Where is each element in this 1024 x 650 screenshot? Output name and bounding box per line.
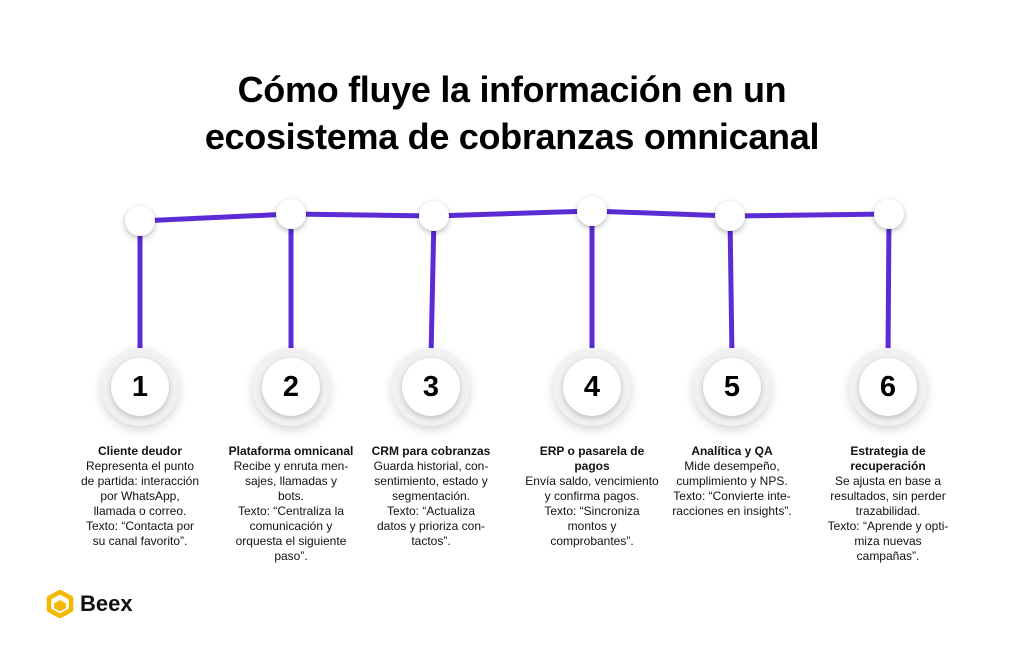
step-number: 2 [262, 358, 320, 416]
vertical-connector-3 [428, 215, 437, 358]
connector-node-4 [577, 196, 607, 226]
step-body: Envía saldo, vencimiento y confirma pago… [525, 474, 659, 548]
step-badge-2: 2 [252, 348, 330, 426]
step-heading: Estrategia de recuperación [850, 444, 926, 473]
step-description-5: Analítica y QA Mide desempeño, cumplimie… [662, 444, 802, 519]
connector-node-2 [276, 199, 306, 229]
step-number: 1 [111, 358, 169, 416]
step-heading: Analítica y QA [691, 444, 773, 458]
step-description-6: Estrategia de recuperación Se ajusta en … [818, 444, 958, 564]
horizontal-connector-line [137, 208, 892, 224]
step-description-1: Cliente deudor Representa el punto de pa… [70, 444, 210, 549]
step-heading: CRM para cobranzas [371, 444, 491, 458]
title-line-2: ecosistema de cobranzas omnicanal [204, 116, 820, 157]
step-badge-4: 4 [553, 348, 631, 426]
hexagon-logo-icon [46, 590, 74, 618]
vertical-connector-5 [727, 215, 735, 358]
step-body: Representa el punto de partida: interacc… [80, 459, 200, 548]
step-heading: ERP o pasarela de pagos [539, 444, 645, 473]
brand-logo: Beex [46, 590, 133, 618]
title-line-1: Cómo fluye la información en un [237, 69, 787, 110]
connector-node-5 [715, 201, 745, 231]
step-badge-3: 3 [392, 348, 470, 426]
vertical-connector-6 [885, 213, 892, 358]
step-heading: Cliente deudor [97, 444, 182, 458]
page-title: Cómo fluye la información en un ecosiste… [0, 66, 1024, 160]
step-number: 5 [703, 358, 761, 416]
step-badge-1: 1 [101, 348, 179, 426]
connector-node-6 [874, 199, 904, 229]
step-number: 3 [402, 358, 460, 416]
step-body: Guarda historial, con- sentimiento, esta… [373, 459, 489, 548]
connector-node-1 [125, 206, 155, 236]
step-number: 4 [563, 358, 621, 416]
step-body: Recibe y enruta men- sajes, llamadas y b… [233, 459, 349, 563]
connector-node-3 [419, 201, 449, 231]
step-badge-5: 5 [693, 348, 771, 426]
step-description-4: ERP o pasarela de pagos Envía saldo, ven… [522, 444, 662, 549]
step-badge-6: 6 [849, 348, 927, 426]
step-heading: Plataforma omnicanal [228, 444, 354, 458]
step-number: 6 [859, 358, 917, 416]
step-body: Se ajusta en base a resultados, sin perd… [827, 474, 949, 563]
step-description-2: Plataforma omnicanal Recibe y enruta men… [221, 444, 361, 564]
vertical-connector-lines [137, 211, 892, 358]
step-description-3: CRM para cobranzas Guarda historial, con… [361, 444, 501, 549]
step-body: Mide desempeño, cumplimiento y NPS. Text… [672, 459, 792, 518]
brand-name: Beex [80, 591, 133, 616]
